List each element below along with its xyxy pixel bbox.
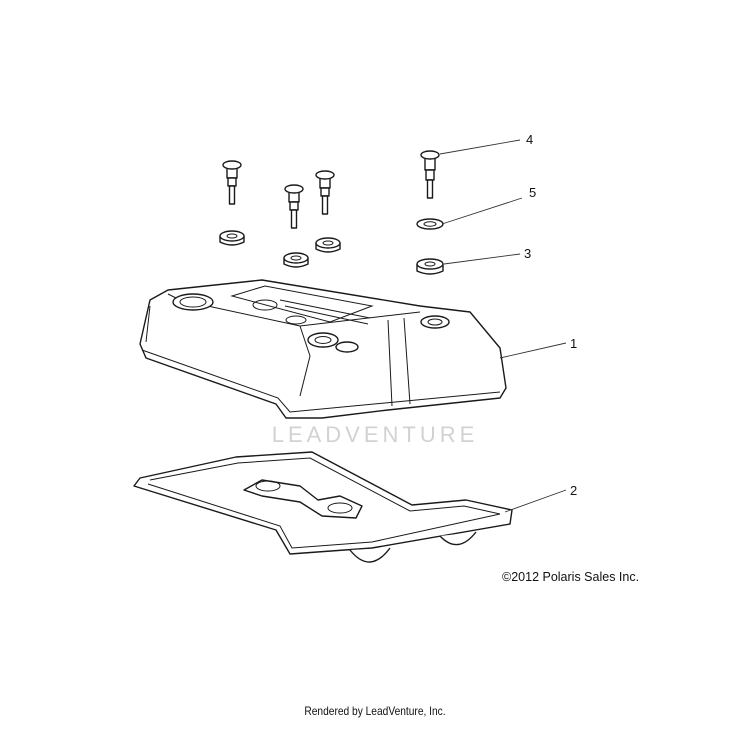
gasket xyxy=(133,451,513,563)
footer-credit: Rendered by LeadVenture, Inc. xyxy=(304,704,446,718)
leader-lines xyxy=(439,139,567,513)
leader-line-4 xyxy=(439,139,521,155)
bolt xyxy=(284,184,304,229)
grommet xyxy=(416,258,444,275)
leader-line-5 xyxy=(441,197,523,225)
callout-5: 5 xyxy=(529,185,536,200)
leader-line-2 xyxy=(504,489,567,513)
watermark-text: LEADVENTURE xyxy=(272,422,479,447)
copyright-notice: ©2012 Polaris Sales Inc. xyxy=(502,570,640,584)
valve-cover xyxy=(139,279,507,419)
bolt xyxy=(420,150,440,199)
grommet xyxy=(283,252,309,268)
bolt xyxy=(315,170,335,215)
callout-4: 4 xyxy=(526,132,533,147)
bolt xyxy=(222,160,242,205)
callout-3: 3 xyxy=(524,246,531,261)
leader-line-3 xyxy=(443,253,521,265)
callout-2: 2 xyxy=(570,483,577,498)
leader-line-1 xyxy=(499,342,567,359)
callout-1: 1 xyxy=(570,336,577,351)
grommet xyxy=(315,237,341,253)
washer xyxy=(416,218,444,230)
grommet xyxy=(219,230,245,246)
